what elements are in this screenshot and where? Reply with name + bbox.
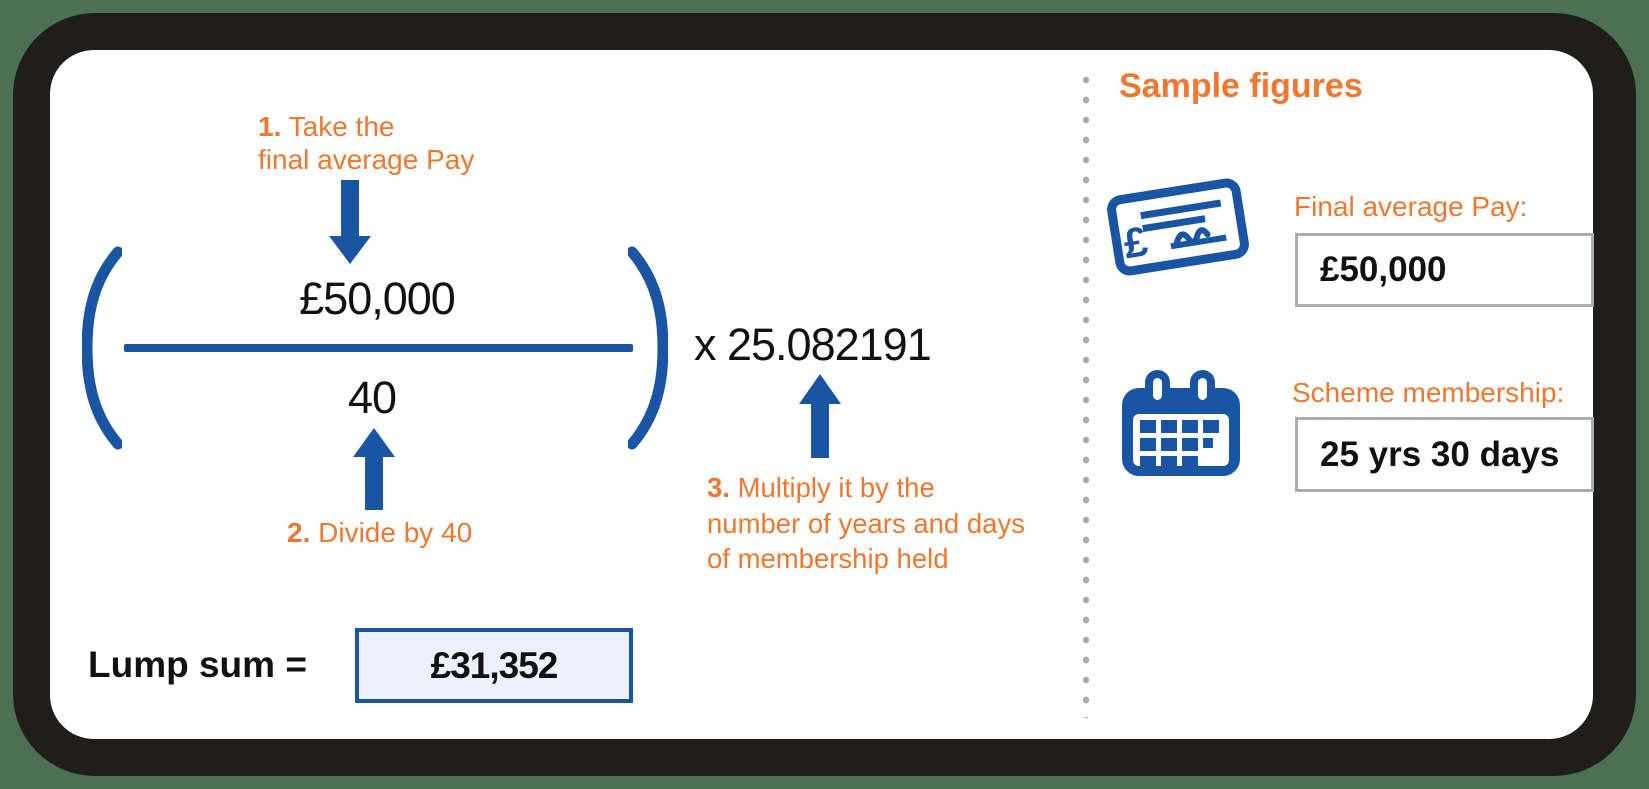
denominator-value: 40 <box>347 372 397 423</box>
step3-text-line3: of membership held <box>707 543 949 574</box>
final-average-pay-value-box: £50,000 <box>1295 233 1594 307</box>
step2-annotation: 2. Divide by 40 <box>287 516 472 549</box>
step3-number: 3. <box>707 472 730 503</box>
step3-annotation: 3. Multiply it by the number of years an… <box>707 470 1025 577</box>
step2-number: 2. <box>287 517 311 548</box>
step2-text: Divide by 40 <box>310 517 473 548</box>
step1-annotation: 1. Take the final average Pay <box>258 110 474 176</box>
fraction-bar <box>124 344 633 352</box>
numerator-value: £50,000 <box>299 273 456 324</box>
multiplier-value: x 25.082191 <box>694 319 932 370</box>
scheme-membership-value-box: 25 yrs 30 days <box>1295 417 1594 492</box>
step1-text-line2: final average Pay <box>258 144 475 175</box>
step3-text-line2: number of years and days <box>707 507 1025 539</box>
right-parenthesis-shape <box>628 246 668 450</box>
step1-text: Take the <box>281 111 395 142</box>
final-average-pay-label: Final average Pay: <box>1294 191 1528 222</box>
calendar-icon <box>1122 370 1240 476</box>
left-parenthesis-shape <box>82 246 122 450</box>
result-value-box: £31,352 <box>355 628 633 703</box>
scheme-membership-label: Scheme membership: <box>1292 377 1565 408</box>
step1-number: 1. <box>258 111 282 142</box>
step3-text: Multiply it by the <box>729 472 935 503</box>
cheque-icon: £ <box>1107 178 1249 276</box>
up-arrow-icon <box>353 428 395 510</box>
sample-figures-title: Sample figures <box>1119 67 1363 105</box>
result-label: Lump sum = <box>88 644 307 685</box>
down-arrow-icon <box>329 180 371 264</box>
dotted-divider <box>1083 70 1089 718</box>
up-arrow-icon <box>799 374 841 458</box>
